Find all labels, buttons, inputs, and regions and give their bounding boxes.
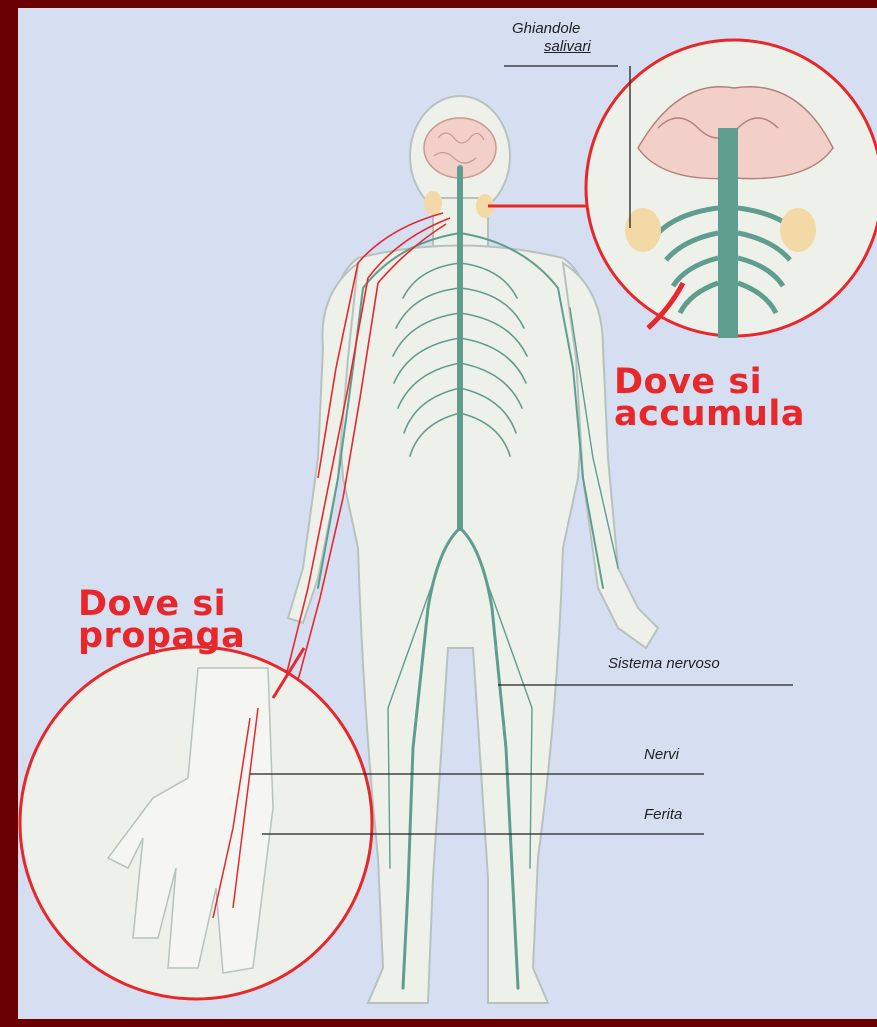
label-nerves: Nervi: [644, 746, 679, 763]
hand-zoom-circle: [20, 647, 372, 999]
label-wound: Ferita: [644, 806, 682, 823]
title-accumulates-line2: accumula: [614, 398, 805, 430]
title-spreads: Dove si propaga: [78, 588, 245, 652]
label-salivary-glands-line1: Ghiandole: [512, 20, 580, 37]
title-spreads-line2: propaga: [78, 620, 245, 652]
nervous-system-illustration: [18, 8, 877, 1019]
label-nervous-system: Sistema nervoso: [608, 655, 720, 672]
diagram-frame: Ghiandole salivari Dove si accumula Dove…: [18, 8, 877, 1019]
label-salivary-glands-line2: salivari: [544, 38, 591, 55]
title-accumulates: Dove si accumula: [614, 366, 805, 430]
